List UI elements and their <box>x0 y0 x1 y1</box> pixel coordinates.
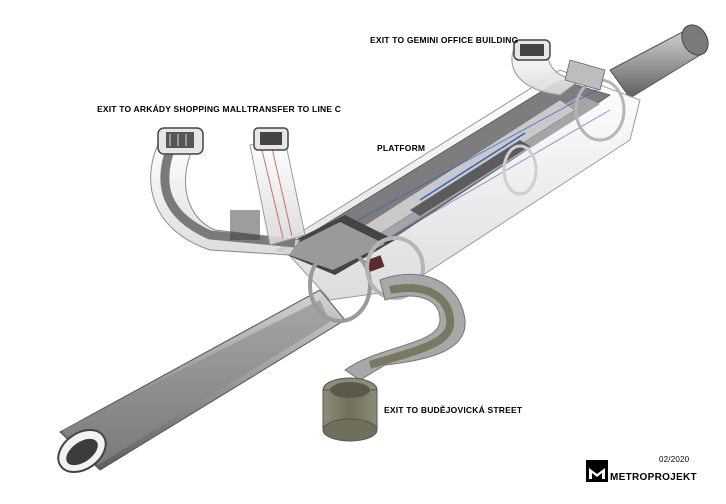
label-exit-budejovicka: EXIT TO BUDĚJOVICKÁ STREET <box>384 405 523 415</box>
label-exit-gemini: EXIT TO GEMINI OFFICE BUILDING <box>370 35 519 45</box>
metroprojekt-logo: METROPROJEKT <box>586 460 698 484</box>
label-transfer-line-c: TRANSFER TO LINE C <box>247 104 342 114</box>
running-tunnel-northeast <box>609 24 709 99</box>
label-exit-arkady: EXIT TO ARKÁDY SHOPPING MALL <box>97 104 247 114</box>
date-stamp: 02/2020 <box>659 455 690 464</box>
exit-budejovicka-passage <box>322 273 466 442</box>
exit-gemini-passage <box>511 39 606 96</box>
label-platform: PLATFORM <box>377 143 426 153</box>
station-hall <box>275 69 641 323</box>
transfer-line-c-passage <box>249 127 306 246</box>
metroprojekt-logo-icon <box>586 460 608 482</box>
exit-arkady-passage <box>150 127 301 256</box>
running-tunnel-southwest <box>57 289 346 473</box>
brand-name: METROPROJEKT <box>610 472 697 483</box>
